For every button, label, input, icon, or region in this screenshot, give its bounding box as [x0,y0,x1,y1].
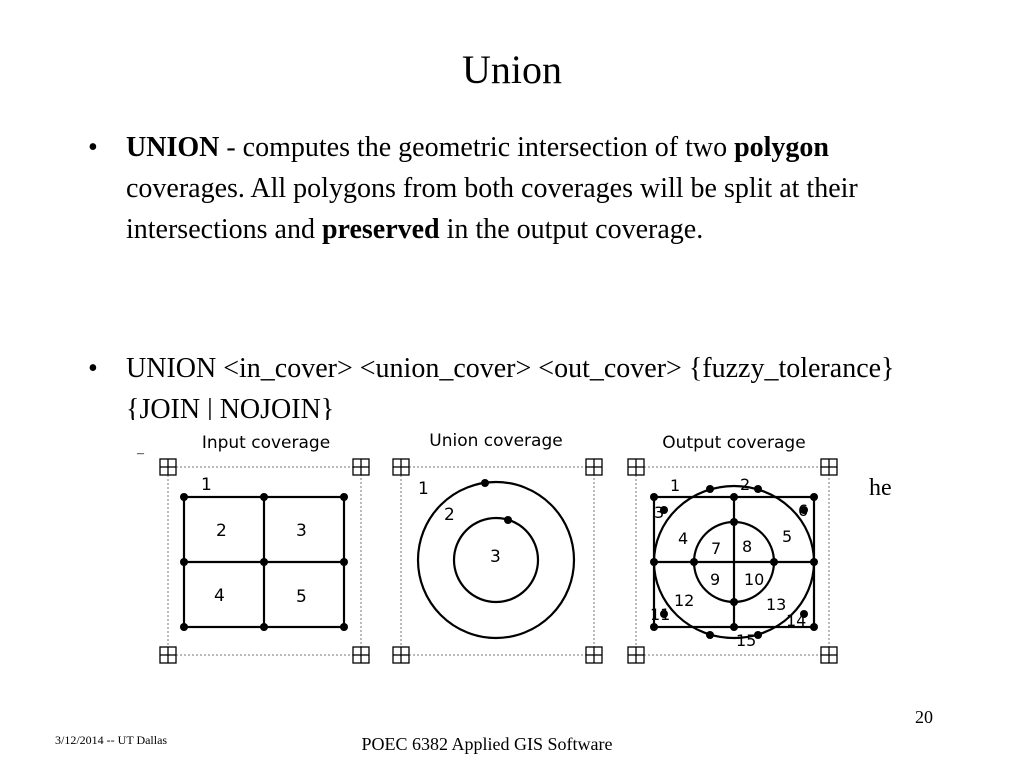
polygon-label: 6 [798,501,808,520]
polygon-label: 3 [654,503,664,522]
polygon-label: 3 [296,521,307,541]
input-labels: 1 2 3 4 5 [201,475,307,607]
polygon-label: 14 [786,611,806,630]
bullet-text: UNION <in_cover> <union_cover> <out_cove… [126,353,895,420]
polygon-label: 5 [782,527,792,546]
bullet-text: UNION - computes the geometric intersect… [126,127,926,250]
union-nodes [481,479,512,524]
polygon-label: 8 [742,537,752,556]
stray-tick: – [137,446,144,461]
union-diagram: Input coverage Union coverage Output cov… [159,431,838,664]
term-preserved: preserved [321,214,440,245]
panel-title-union: Union coverage [429,431,562,451]
bullet-marker: • [88,132,98,163]
polygon-label: 9 [710,570,720,589]
term-polygon: polygon [734,132,830,163]
polygon-label: 2 [216,521,227,541]
slide-title: Union [462,47,562,92]
polygon-label: 3 [490,547,501,567]
bullet-marker: • [88,353,98,384]
union-frame [400,466,595,656]
polygon-label: 2 [444,505,455,525]
output-nodes [650,485,818,639]
polygon-label: 10 [744,570,764,589]
polygon-label: 1 [201,475,212,495]
polygon-label: 1 [418,479,429,499]
polygon-label: 13 [766,595,786,614]
panel-title-input: Input coverage [202,433,330,453]
input-frame [167,466,362,656]
polygon-label: 2 [740,475,750,494]
union-labels: 1 2 3 [418,479,501,567]
text-run: - computes the geometric intersection of… [219,132,735,163]
term-union: UNION [126,132,220,163]
output-frame [635,466,830,656]
output-labels: 1 2 3 4 5 6 7 8 9 10 11 12 13 14 15 [650,475,808,650]
page-number: 20 [915,707,933,727]
input-nodes [180,493,348,631]
text-run: coverages. All polygons from both covera… [126,173,858,245]
polygon-label: 5 [296,587,307,607]
polygon-label: 4 [678,529,688,548]
polygon-label: 15 [736,631,756,650]
polygon-label: 4 [214,586,225,606]
text-run: in the output coverage. [439,214,704,245]
polygon-label: 7 [711,539,721,558]
union-coverage-circles [416,480,576,640]
footer-date: 3/12/2014 -- UT Dallas [55,733,168,747]
polygon-label: 1 [670,476,680,495]
union-figure: Input coverage Union coverage Output cov… [150,426,850,674]
polygon-label: 12 [674,591,694,610]
stray-text: he [869,475,892,501]
footer-course: POEC 6382 Applied GIS Software [361,734,613,754]
polygon-label: 11 [650,605,670,624]
panel-title-output: Output coverage [662,433,805,453]
